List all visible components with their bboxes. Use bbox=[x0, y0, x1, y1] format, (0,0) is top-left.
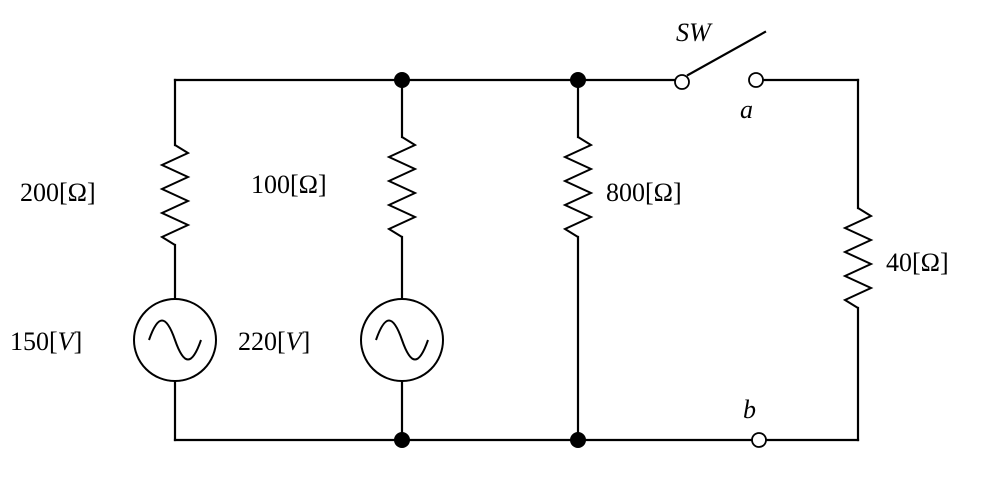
resistor-100-value: 100 bbox=[251, 170, 290, 199]
terminal-b bbox=[751, 432, 767, 448]
resistor-200-unit: [Ω] bbox=[59, 178, 96, 207]
resistor-200-value: 200 bbox=[20, 178, 59, 207]
resistor-100-unit: [Ω] bbox=[290, 170, 327, 199]
terminal-a bbox=[748, 72, 764, 88]
voltage-150-open: [ bbox=[49, 327, 58, 356]
resistor-200-label: 200[Ω] bbox=[20, 178, 96, 207]
voltage-150-value: 150 bbox=[10, 327, 49, 356]
sine-wave-150-icon bbox=[148, 319, 202, 361]
resistor-40-label: 40[Ω] bbox=[886, 248, 949, 277]
switch-pivot bbox=[674, 74, 690, 90]
resistor-800-unit: [Ω] bbox=[645, 178, 682, 207]
resistor-100 bbox=[386, 136, 418, 238]
voltage-220-unit: V bbox=[286, 327, 305, 356]
voltage-220-close: ] bbox=[302, 327, 311, 356]
voltage-150-close: ] bbox=[74, 327, 83, 356]
terminal-b-label: b bbox=[743, 395, 756, 424]
switch-blade bbox=[686, 30, 767, 77]
node-top-2 bbox=[570, 72, 586, 88]
sine-wave-220-icon bbox=[375, 319, 429, 361]
voltage-220-label: 220[V] bbox=[238, 327, 310, 356]
resistor-800-label: 800[Ω] bbox=[606, 178, 682, 207]
resistor-100-label: 100[Ω] bbox=[251, 170, 327, 199]
terminal-a-label: a bbox=[740, 95, 753, 124]
resistor-800 bbox=[562, 136, 594, 238]
node-top-1 bbox=[394, 72, 410, 88]
node-bottom-1 bbox=[394, 432, 410, 448]
voltage-220-value: 220 bbox=[238, 327, 277, 356]
resistor-800-value: 800 bbox=[606, 178, 645, 207]
voltage-220-open: [ bbox=[277, 327, 286, 356]
voltage-150-label: 150[V] bbox=[10, 327, 82, 356]
resistor-40 bbox=[842, 207, 874, 309]
resistor-200 bbox=[159, 144, 191, 246]
voltage-150-unit: V bbox=[58, 327, 77, 356]
node-bottom-2 bbox=[570, 432, 586, 448]
switch-label: SW bbox=[676, 18, 713, 47]
resistor-40-unit: [Ω] bbox=[912, 248, 949, 277]
resistor-40-value: 40 bbox=[886, 248, 912, 277]
